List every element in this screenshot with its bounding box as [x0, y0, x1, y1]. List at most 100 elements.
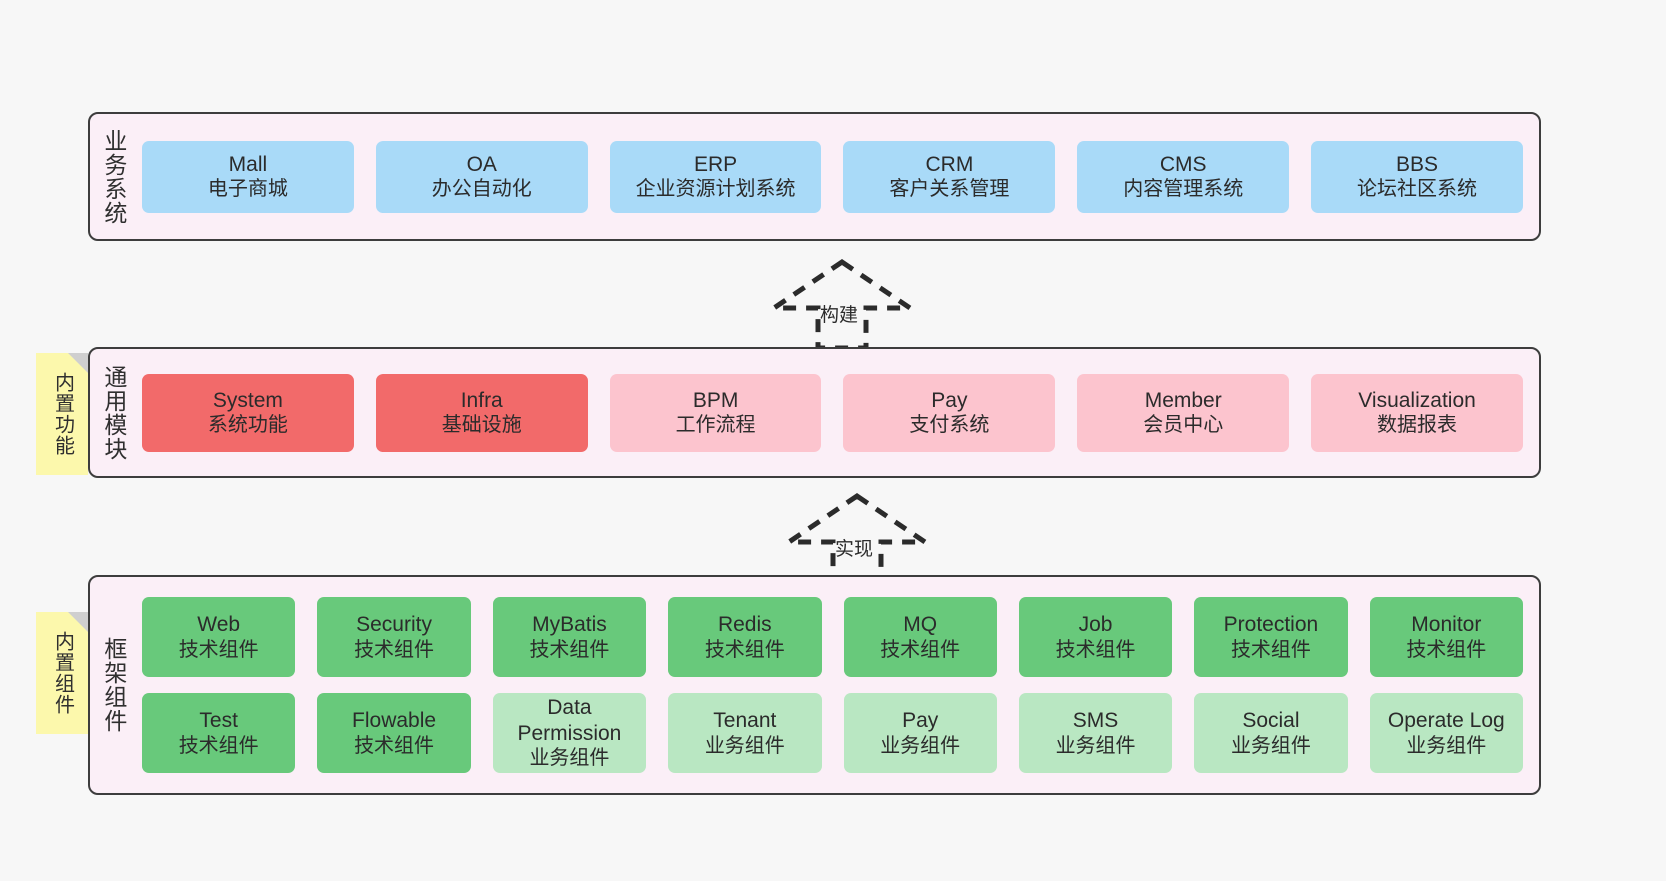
node-subtitle: 工作流程	[675, 414, 756, 437]
node-subtitle: 业务组件	[880, 734, 961, 757]
node-subtitle: 技术组件	[880, 638, 961, 661]
node-infra[interactable]: Infra 基础设施	[375, 373, 588, 452]
node-title: Tenant	[713, 709, 777, 732]
node-title: Pay	[931, 388, 968, 412]
node-title: BPM	[692, 388, 739, 412]
note-fold-icon	[68, 612, 88, 632]
node-title: Flowable	[352, 709, 437, 732]
node-job[interactable]: Job 技术组件	[1018, 597, 1173, 677]
node-title: Social	[1242, 709, 1300, 732]
node-title: Monitor	[1411, 613, 1482, 636]
note-builtin-features: 内置功能	[36, 353, 88, 475]
node-subtitle: 会员中心	[1143, 414, 1224, 437]
layer-common-modules: 通用模块 System 系统功能 Infra 基础设施 BPM 工作流程 Pay…	[88, 347, 1541, 478]
node-subtitle: 系统功能	[207, 414, 288, 437]
node-title: SMS	[1072, 709, 1119, 732]
node-title: Infra	[460, 388, 503, 412]
node-title: Web	[197, 613, 241, 636]
layer-row: System 系统功能 Infra 基础设施 BPM 工作流程 Pay 支付系统…	[142, 373, 1523, 452]
node-data-permission[interactable]: Data Permission 业务组件	[492, 693, 647, 773]
layer-title-framework-components: 框架组件	[100, 637, 127, 733]
layer-row: Mall 电子商城 OA 办公自动化 ERP 企业资源计划系统 CRM 客户关系…	[142, 140, 1523, 213]
layer-title-common-modules: 通用模块	[100, 364, 127, 461]
node-title: MyBatis	[532, 613, 607, 636]
arrow-label-implement: 实现	[835, 539, 874, 560]
node-visualization[interactable]: Visualization 数据报表	[1311, 373, 1523, 452]
layer-row: Test 技术组件 Flowable 技术组件 Data Permission …	[142, 693, 1523, 773]
node-social[interactable]: Social 业务组件	[1194, 693, 1348, 773]
node-title: MQ	[903, 613, 938, 636]
node-cms[interactable]: CMS 内容管理系统	[1077, 140, 1290, 213]
node-mybatis[interactable]: MyBatis 技术组件	[492, 597, 647, 677]
layer-business-system: 业务系统 Mall 电子商城 OA 办公自动化 ERP 企业资源计划系统 CRM…	[88, 112, 1541, 241]
node-title: Protection	[1223, 613, 1319, 636]
node-member[interactable]: Member 会员中心	[1077, 373, 1290, 452]
node-operate-log[interactable]: Operate Log 业务组件	[1369, 693, 1523, 773]
node-redis[interactable]: Redis 技术组件	[668, 597, 822, 677]
node-title: Mall	[228, 152, 268, 176]
node-pay-component[interactable]: Pay 业务组件	[843, 693, 997, 773]
node-title: Visualization	[1358, 388, 1476, 412]
node-flowable[interactable]: Flowable 技术组件	[317, 693, 471, 773]
node-subtitle: 技术组件	[178, 638, 259, 661]
node-bpm[interactable]: BPM 工作流程	[609, 373, 822, 452]
node-title: Job	[1078, 613, 1113, 636]
node-subtitle: 数据报表	[1377, 414, 1458, 437]
node-subtitle: 电子商城	[207, 178, 288, 201]
arrow-implement: 实现	[777, 492, 937, 585]
node-title: Redis	[717, 613, 772, 636]
node-mq[interactable]: MQ 技术组件	[843, 597, 997, 677]
node-subtitle: 技术组件	[1055, 638, 1136, 661]
node-subtitle: 业务组件	[704, 734, 785, 757]
node-title: Operate Log	[1387, 709, 1505, 732]
node-subtitle: 技术组件	[354, 638, 435, 661]
node-subtitle: 企业资源计划系统	[635, 178, 796, 201]
node-security[interactable]: Security 技术组件	[317, 597, 471, 677]
node-subtitle: 业务组件	[1055, 734, 1136, 757]
layer-body-business-system: Mall 电子商城 OA 办公自动化 ERP 企业资源计划系统 CRM 客户关系…	[136, 114, 1539, 239]
node-subtitle: 基础设施	[441, 414, 522, 437]
node-web[interactable]: Web 技术组件	[142, 597, 296, 677]
node-erp[interactable]: ERP 企业资源计划系统	[609, 140, 822, 213]
node-subtitle: 技术组件	[1230, 638, 1311, 661]
note-fold-icon	[68, 353, 88, 373]
node-crm[interactable]: CRM 客户关系管理	[843, 140, 1056, 213]
node-title: Data Permission	[517, 696, 622, 745]
arrow-build: 构建	[762, 258, 922, 351]
layer-title-business-system: 业务系统	[100, 128, 127, 225]
layer-row: Web 技术组件 Security 技术组件 MyBatis 技术组件 Redi…	[142, 597, 1523, 677]
layer-framework-components: 框架组件 Web 技术组件 Security 技术组件 MyBatis 技术组件…	[88, 575, 1541, 795]
node-mall[interactable]: Mall 电子商城	[142, 140, 354, 213]
node-pay[interactable]: Pay 支付系统	[843, 373, 1056, 452]
node-subtitle: 论坛社区系统	[1357, 178, 1478, 201]
node-title: OA	[466, 152, 497, 176]
node-subtitle: 业务组件	[1406, 734, 1487, 757]
node-subtitle: 技术组件	[354, 734, 435, 757]
node-subtitle: 技术组件	[1406, 638, 1487, 661]
node-test[interactable]: Test 技术组件	[142, 693, 296, 773]
node-title: Test	[199, 709, 238, 732]
node-subtitle: 技术组件	[178, 734, 259, 757]
node-system[interactable]: System 系统功能	[142, 373, 354, 452]
node-title: CMS	[1159, 152, 1207, 176]
layer-body-common-modules: System 系统功能 Infra 基础设施 BPM 工作流程 Pay 支付系统…	[136, 349, 1539, 476]
node-subtitle: 业务组件	[529, 747, 610, 770]
node-title: ERP	[693, 152, 738, 176]
note-label: 内置组件	[51, 631, 74, 715]
note-builtin-components: 内置组件	[36, 612, 88, 734]
node-subtitle: 支付系统	[909, 414, 990, 437]
node-oa[interactable]: OA 办公自动化	[375, 140, 588, 213]
node-subtitle: 业务组件	[1230, 734, 1311, 757]
node-monitor[interactable]: Monitor 技术组件	[1369, 597, 1523, 677]
node-protection[interactable]: Protection 技术组件	[1194, 597, 1348, 677]
node-subtitle: 技术组件	[529, 638, 610, 661]
layer-body-framework-components: Web 技术组件 Security 技术组件 MyBatis 技术组件 Redi…	[136, 577, 1539, 793]
node-subtitle: 技术组件	[704, 638, 785, 661]
node-title: BBS	[1396, 152, 1439, 176]
node-bbs[interactable]: BBS 论坛社区系统	[1311, 140, 1523, 213]
node-subtitle: 办公自动化	[431, 178, 532, 201]
node-tenant[interactable]: Tenant 业务组件	[668, 693, 822, 773]
node-sms[interactable]: SMS 业务组件	[1018, 693, 1173, 773]
node-title: System	[212, 388, 283, 412]
